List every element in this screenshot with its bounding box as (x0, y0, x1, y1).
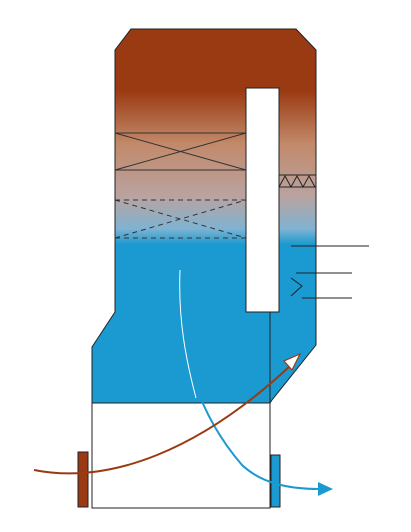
cold-flow-highlight (179, 269, 197, 399)
riser-duct (245, 87, 280, 313)
cold-flow-arrowhead (318, 482, 333, 496)
lower-packing-bed (114, 199, 247, 239)
hot-gas-inlet (77, 451, 89, 508)
hot-flow-arrowhead (283, 352, 302, 372)
hot-flow-arrow (33, 365, 291, 475)
cold-flow-arrow (176, 269, 321, 490)
lower-chamber (91, 402, 271, 509)
upper-packing-bed (114, 132, 247, 171)
cold-liquid-outlet (270, 454, 281, 508)
side-lines (290, 245, 369, 299)
column-shell (91, 28, 317, 405)
heat-exchanger-coil (278, 174, 316, 189)
